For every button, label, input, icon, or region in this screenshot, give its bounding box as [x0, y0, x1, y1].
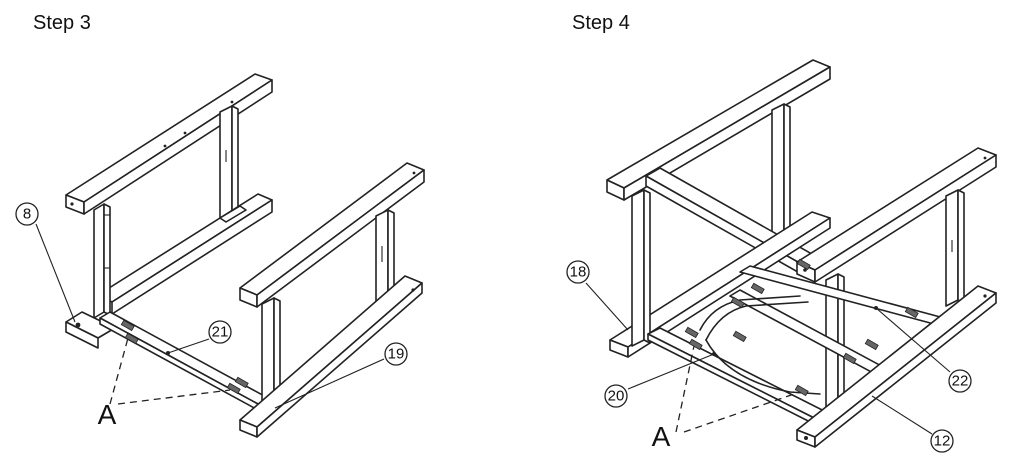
- step-4-diagram: 18 20 22 12 A: [566, 59, 997, 453]
- step-3-bolts: [120, 319, 249, 395]
- step-3-callout-8: 8: [15, 202, 39, 226]
- step-3-hardware-label: A: [98, 399, 117, 430]
- step-3-callout-19: 19: [384, 342, 408, 366]
- step-4-callout-20: 20: [604, 384, 628, 408]
- step-3-title: Step 3: [33, 12, 91, 34]
- step-3-left-foot: [65, 311, 116, 349]
- svg-text:19: 19: [388, 346, 405, 363]
- step-4-back-top-rail: [606, 59, 831, 201]
- step-3-back-left-leg: [93, 203, 111, 319]
- step-3-callout-21: 21: [208, 320, 232, 344]
- step-4-left-legs: [631, 189, 651, 347]
- step-4-inner-rails: [699, 265, 945, 395]
- step-4-callout-22: 22: [948, 369, 972, 393]
- svg-text:20: 20: [608, 388, 625, 405]
- step-4-hardware-label: A: [652, 421, 671, 452]
- step-4-bolts: [684, 258, 919, 397]
- step-3-back-top-rail: [65, 73, 273, 215]
- step-4-callout-18: 18: [566, 260, 590, 284]
- step-3-right-top-rail: [239, 162, 425, 308]
- step-4-left-base-rail: [609, 211, 831, 358]
- svg-text:22: 22: [952, 373, 969, 390]
- step-4-right-top-rail: [796, 147, 997, 283]
- step-4-title: Step 4: [572, 12, 630, 34]
- step-3-right-bottom-rail: [239, 275, 423, 438]
- step-4-back-legs: [771, 103, 791, 239]
- step-3-back-right-leg: [219, 105, 239, 225]
- svg-text:12: 12: [934, 433, 951, 450]
- step-4-front-bottom-rail: [647, 327, 839, 431]
- svg-text:18: 18: [570, 264, 587, 281]
- step-3-diagram: 8 21 19 A: [15, 73, 425, 438]
- svg-text:8: 8: [23, 206, 31, 223]
- step-3-back-bottom-rail: [97, 193, 273, 315]
- step-4-callout-12: 12: [930, 429, 954, 453]
- step-4-right-base-rail: [796, 285, 997, 448]
- svg-text:21: 21: [212, 324, 229, 341]
